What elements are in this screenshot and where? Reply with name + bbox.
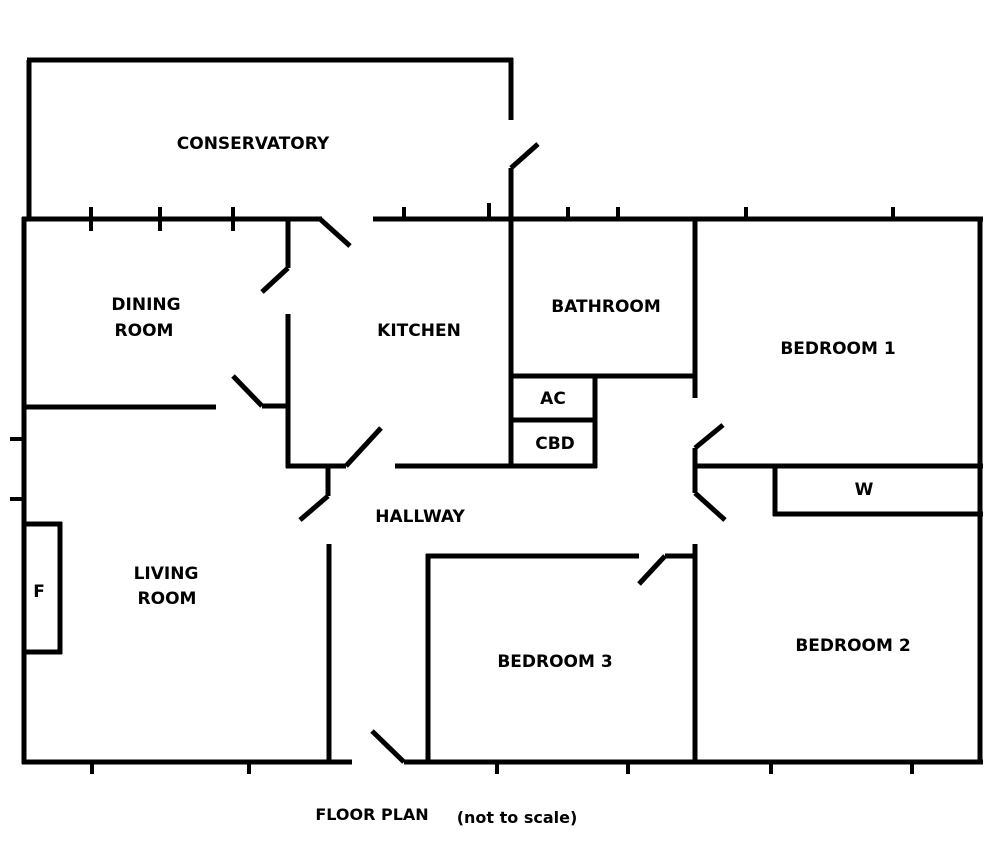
caption: FLOOR PLAN (not to scale)	[315, 805, 577, 827]
living-room-label-line1: LIVING	[134, 564, 199, 584]
door-swing	[260, 266, 290, 294]
interior-walls	[24, 217, 983, 764]
door-swing	[693, 423, 725, 450]
door-swing	[693, 491, 727, 522]
bottom-wall-ticks	[90, 762, 914, 774]
bedroom-1-label: BEDROOM 1	[780, 339, 895, 359]
door-swing	[318, 217, 352, 248]
bathroom-label: BATHROOM	[551, 297, 661, 317]
door-swing	[344, 426, 383, 468]
kitchen-label: KITCHEN	[377, 321, 461, 341]
room-labels: CONSERVATORY DINING ROOM KITCHEN BATHROO…	[33, 134, 910, 672]
hallway-label: HALLWAY	[375, 507, 465, 527]
door-swing	[370, 729, 406, 764]
wardrobe-label: W	[855, 480, 874, 500]
door-swing	[637, 554, 667, 586]
conservatory-label: CONSERVATORY	[177, 134, 330, 154]
door-swing	[509, 142, 540, 170]
cbd-label: CBD	[535, 434, 575, 454]
bedroom-3-label: BEDROOM 3	[497, 652, 612, 672]
door-swing	[298, 494, 330, 522]
dining-room-label-line2: ROOM	[115, 321, 174, 341]
dining-room-label-line1: DINING	[111, 295, 180, 315]
left-wall-ticks	[10, 437, 24, 501]
conservatory-walls	[26, 57, 540, 219]
door-swing	[231, 374, 264, 408]
top-wall-ticks	[89, 203, 895, 231]
exterior-walls	[21, 216, 983, 765]
ac-label: AC	[540, 389, 566, 409]
bedroom-2-label: BEDROOM 2	[795, 636, 910, 656]
caption-title: FLOOR PLAN	[315, 805, 428, 824]
living-room-label-line2: ROOM	[138, 589, 197, 609]
caption-note: (not to scale)	[457, 808, 578, 827]
fireplace-label: F	[33, 582, 45, 602]
